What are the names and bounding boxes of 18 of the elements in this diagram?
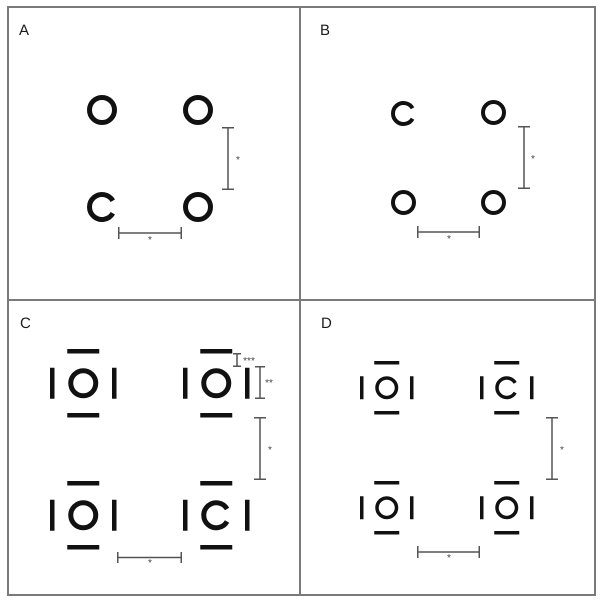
stimulus-panel xyxy=(299,299,596,596)
panel-letter: C xyxy=(20,316,31,331)
significance-asterisk: * xyxy=(560,446,564,456)
significance-asterisk: * xyxy=(148,236,152,246)
significance-asterisk: * xyxy=(148,559,152,569)
significance-asterisk: * xyxy=(531,155,535,165)
stimulus-panel xyxy=(7,6,301,301)
stimulus-panel xyxy=(7,299,301,596)
panel-letter: A xyxy=(19,23,30,38)
significance-asterisk: * xyxy=(268,446,272,456)
significance-asterisk: ** xyxy=(265,379,273,389)
significance-asterisk: * xyxy=(447,554,451,564)
significance-asterisk: * xyxy=(447,235,451,245)
significance-asterisk: *** xyxy=(243,357,255,367)
stimulus-panel xyxy=(299,6,596,301)
significance-asterisk: * xyxy=(236,156,240,166)
panel-letter: B xyxy=(320,23,330,38)
panel-letter: D xyxy=(321,316,332,331)
